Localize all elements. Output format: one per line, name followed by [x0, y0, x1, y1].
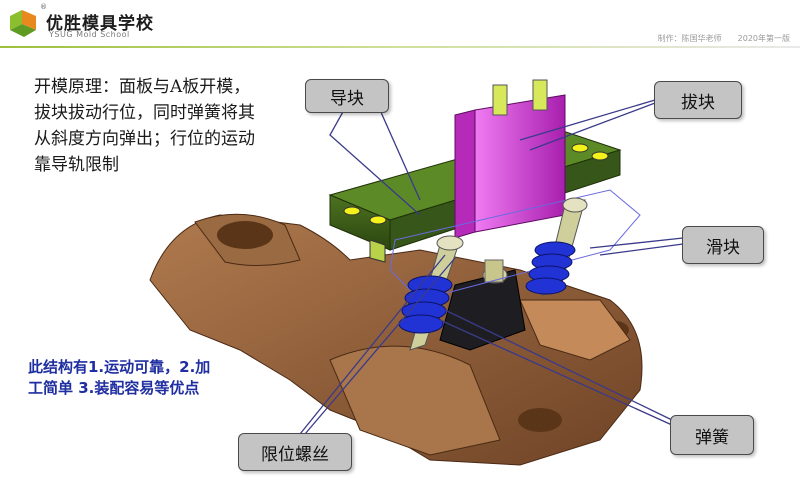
callout-pull-block: 拔块: [654, 81, 742, 119]
advantages-text: 此结构有1.运动可靠，2.加工简单 3.装配容易等优点: [28, 358, 211, 397]
pull-block: [454, 79, 566, 239]
leader-lines: [299, 99, 684, 435]
school-logo-icon: [10, 10, 36, 37]
header: ® 优胜模具学校 YSUG Mold School 制作：陈国华老师 2020年…: [0, 0, 800, 46]
spring-right: [525, 241, 576, 295]
logo-title: 优胜模具学校: [46, 14, 154, 34]
spring-left: [398, 275, 453, 334]
logo-subtitle: YSUG Mold School: [49, 30, 130, 39]
molded-part: [149, 213, 643, 466]
callout-limit-screw: 限位螺丝: [238, 433, 352, 471]
slider-outline: [389, 189, 641, 301]
registered-mark: ®: [40, 3, 47, 11]
callout-slider: 滑块: [682, 226, 764, 264]
header-divider: [0, 46, 800, 48]
callout-spring: 弹簧: [670, 415, 754, 455]
author-credit: 制作：陈国华老师 2020年第一版: [657, 34, 790, 43]
callout-guide-block: 导块: [305, 79, 389, 113]
principle-text: 开模原理：面板与A板开模，拔块拔动行位，同时弹簧将其从斜度方向弹出；行位的运动靠…: [34, 77, 255, 175]
